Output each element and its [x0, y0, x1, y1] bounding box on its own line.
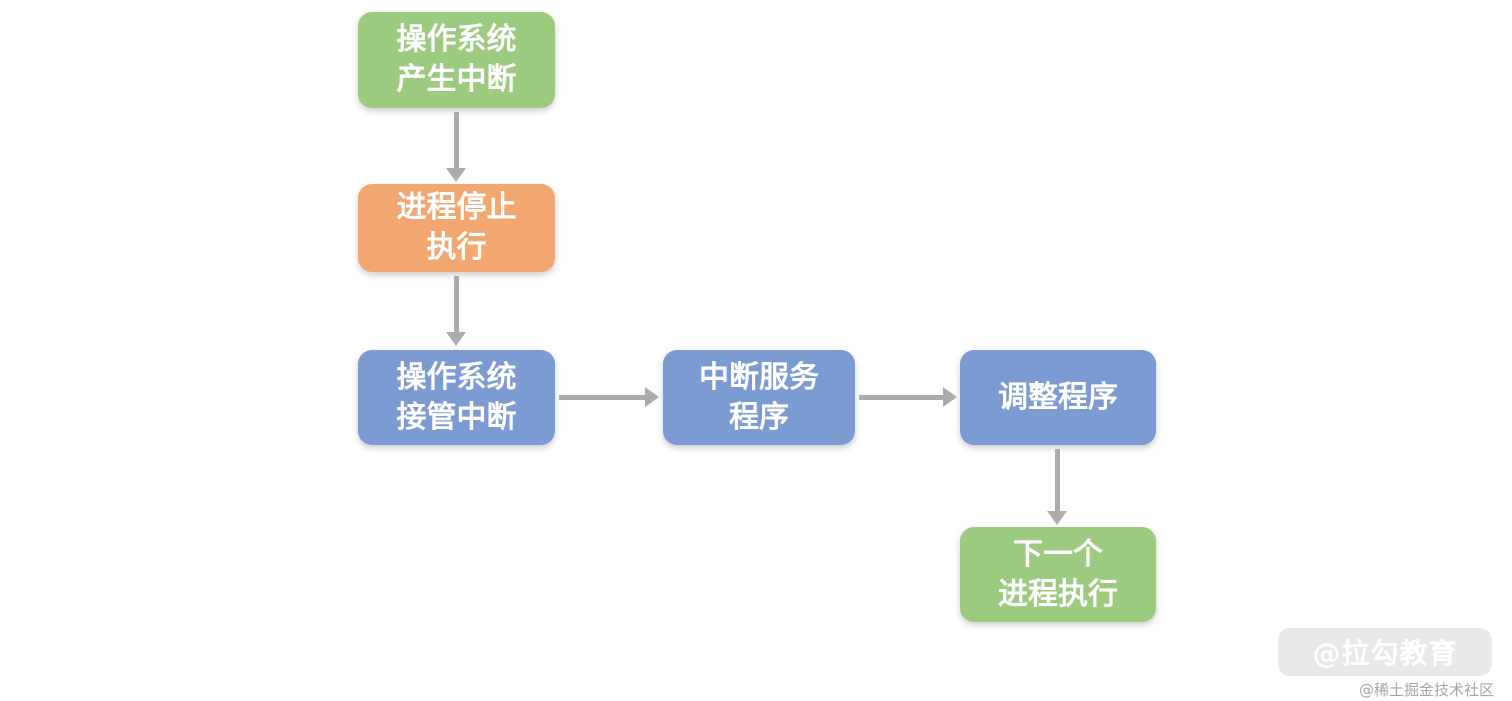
arrow-line-down-3: [1055, 449, 1060, 511]
watermark-badge-label: @拉勾教育: [1312, 637, 1458, 670]
arrow-line-down-2: [454, 276, 459, 332]
arrow-line-right-2: [859, 395, 943, 400]
node-label: 进程停止 执行: [396, 190, 517, 265]
node-process-stop-exec: 进程停止 执行: [358, 184, 555, 272]
node-label: 操作系统 接管中断: [396, 359, 517, 435]
node-label: 下一个 进程执行: [998, 536, 1118, 612]
node-label: 操作系统 产生中断: [396, 22, 517, 97]
arrow-head-right-icon: [645, 387, 659, 407]
arrow-line-right-1: [559, 395, 645, 400]
arrow-head-down-icon: [446, 332, 466, 346]
arrow-head-down-icon: [446, 168, 466, 182]
watermark-badge: @拉勾教育: [1278, 628, 1492, 676]
watermark-community-label: @稀土掘金技术社区: [1358, 681, 1494, 699]
node-interrupt-service-routine: 中断服务 程序: [663, 350, 855, 445]
node-label: 中断服务 程序: [699, 359, 819, 435]
node-label: 调整程序: [998, 379, 1118, 415]
node-next-process-exec: 下一个 进程执行: [960, 527, 1156, 622]
arrow-line-down-1: [454, 112, 459, 168]
arrow-head-down-icon: [1047, 511, 1067, 525]
arrow-head-right-icon: [943, 387, 957, 407]
node-os-generate-interrupt: 操作系统 产生中断: [358, 12, 555, 108]
node-os-take-over-interrupt: 操作系统 接管中断: [358, 350, 555, 445]
node-scheduler-program: 调整程序: [960, 350, 1156, 445]
